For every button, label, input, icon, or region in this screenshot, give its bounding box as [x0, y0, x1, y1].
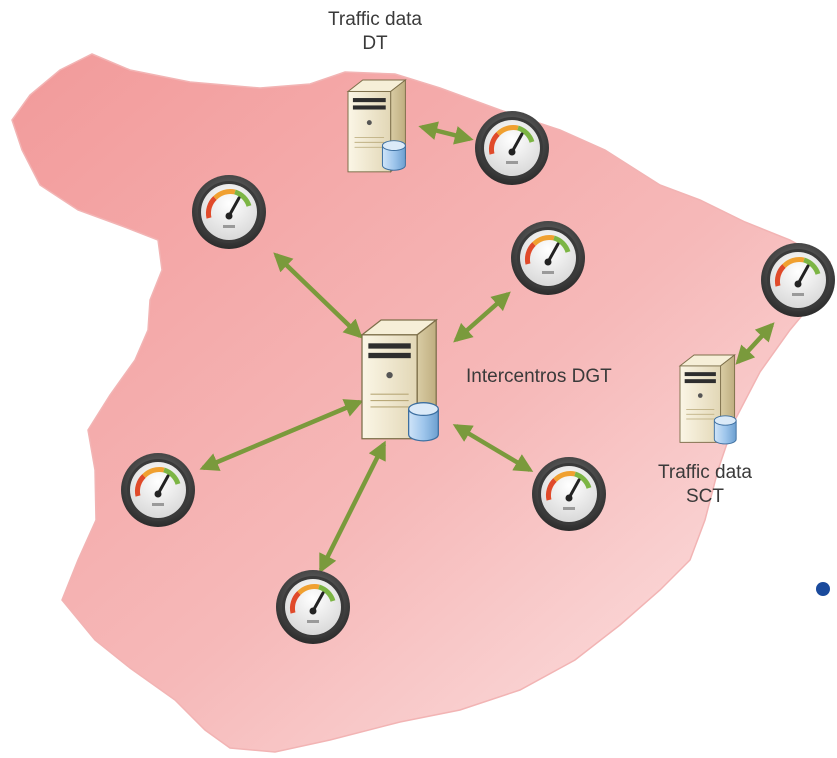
arrow-dt-to-gauge: [418, 121, 474, 145]
arrow-dgt-to-gauge-s: [318, 440, 387, 574]
arrow-sct-to-gauge: [735, 322, 775, 365]
label-traffic-data-dt: Traffic data DT: [300, 8, 450, 56]
bullet-dot: [816, 582, 830, 596]
arrow-dgt-to-gauge-se: [452, 424, 534, 472]
gauge-icon: [276, 570, 350, 644]
arrow-dgt-to-gauge-nw: [273, 252, 363, 339]
arrow-dgt-to-gauge-ne: [453, 291, 511, 343]
label-intercentros-dgt: Intercentros DGT: [466, 366, 612, 387]
server-icon-dgt: [361, 319, 439, 442]
gauge-icon: [475, 111, 549, 185]
server-icon-dt: [347, 79, 406, 173]
connection-arrows: [199, 121, 775, 574]
label-dt-line2: DT: [362, 33, 388, 54]
label-traffic-data-sct: Traffic data SCT: [630, 461, 780, 509]
arrow-dgt-to-gauge-w: [199, 399, 364, 471]
label-sct-line1: Traffic data: [658, 462, 752, 483]
gauge-icon: [192, 175, 266, 249]
label-sct-line2: SCT: [686, 486, 724, 507]
gauge-icon: [511, 221, 585, 295]
gauge-icon: [121, 453, 195, 527]
gauge-icon: [761, 243, 835, 317]
server-icon-sct: [679, 354, 737, 445]
gauge-icon: [532, 457, 606, 531]
label-dt-line1: Traffic data: [328, 9, 422, 30]
